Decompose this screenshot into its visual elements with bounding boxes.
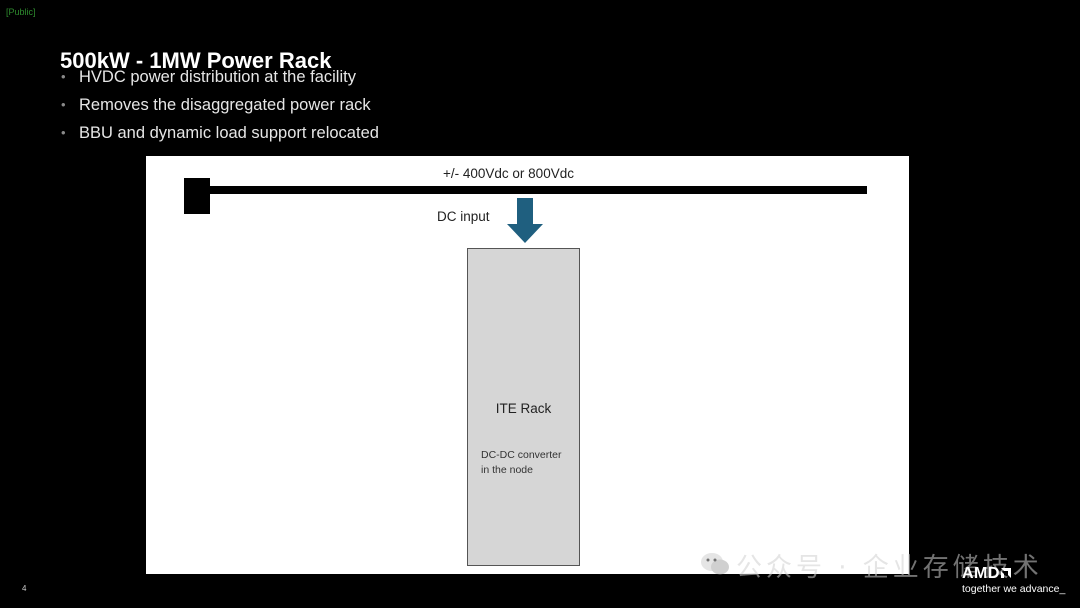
amd-arrow-icon: [1000, 568, 1011, 578]
slide-title: 500kW - 1MW Power Rack: [60, 48, 332, 73]
down-arrow-icon: [507, 198, 543, 243]
bullet-item: • Removes the disaggregated power rack: [60, 94, 379, 122]
bullet-item: • BBU and dynamic load support relocated: [60, 122, 379, 150]
ite-rack-label: ITE Rack: [495, 401, 552, 416]
watermark: 公众号 · 企业存储技术: [700, 545, 1060, 585]
classification-label: [Public]: [6, 7, 36, 17]
bus-voltage-label: +/- 400Vdc or 800Vdc: [443, 166, 574, 181]
bullet-dot-icon: •: [61, 69, 66, 84]
bullet-dot-icon: •: [61, 125, 66, 140]
rack-note-line: in the node: [481, 464, 533, 476]
bullet-text: Removes the disaggregated power rack: [79, 96, 371, 114]
amd-tagline: together we advance_: [962, 583, 1066, 595]
wechat-icon: [701, 553, 729, 575]
rack-note-line: DC-DC converter: [481, 449, 562, 461]
bullet-text: HVDC power distribution at the facility: [79, 68, 356, 86]
dc-input-label: DC input: [437, 209, 490, 224]
amd-logo-text: AMD: [962, 565, 1000, 582]
amd-logo: AMD together we advance_: [962, 566, 1072, 600]
amd-wordmark: AMD: [962, 566, 1072, 582]
bus-terminal: [184, 178, 210, 214]
bullet-text: BBU and dynamic load support relocated: [79, 124, 379, 142]
dc-bus-bar: [184, 186, 867, 194]
bullet-item: • HVDC power distribution at the facility: [60, 66, 379, 94]
bullet-list: • HVDC power distribution at the facility…: [60, 66, 379, 150]
rack-converter-note: DC-DC converter in the node: [481, 448, 581, 478]
power-diagram: +/- 400Vdc or 800Vdc DC input ITE Rack D…: [146, 156, 909, 574]
watermark-text: 公众号 · 企业存储技术: [736, 553, 1043, 583]
ite-rack: ITE Rack DC-DC converter in the node: [467, 248, 580, 566]
page-number: 4: [22, 584, 27, 593]
bullet-dot-icon: •: [61, 97, 66, 112]
